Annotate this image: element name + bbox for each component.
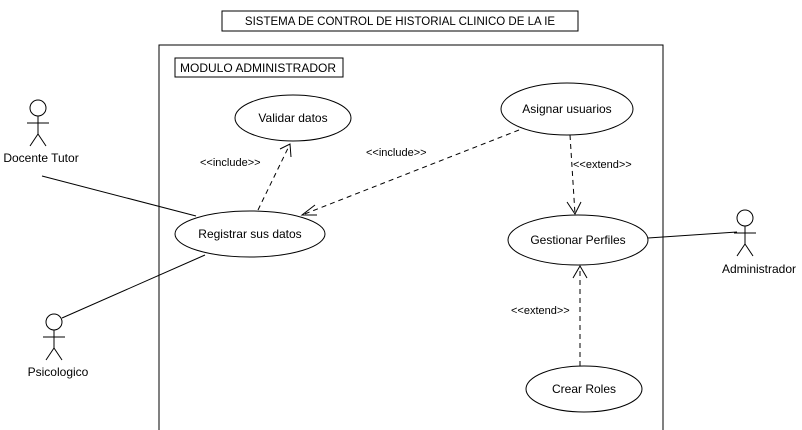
diagram-title-text: SISTEMA DE CONTROL DE HISTORIAL CLINICO … [245,16,555,28]
use-case-asignar-usuarios[interactable]: Asignar usuarios [500,82,634,136]
actor-administrador-label: Administrador [722,262,796,276]
actor-docente-tutor-icon [27,99,49,147]
include-asignar-registrar [300,129,520,216]
use-case-crear-roles[interactable]: Crear Roles [525,365,643,413]
use-case-gestionar-perfiles[interactable]: Gestionar Perfiles [507,214,649,266]
extend-asignar-gestionar [566,134,582,215]
association-docente-registrar [41,175,197,217]
association-gestionar-administrador [647,231,738,239]
extend-crear-gestionar [572,265,588,366]
module-label-box [174,57,344,78]
actor-psicologico-label: Psicologico [28,365,89,379]
actor-administrador[interactable]: Administrador [722,209,796,276]
module-label: MODULO ADMINISTRADOR [180,61,336,75]
use-case-gestionar-perfiles-label: Gestionar Perfiles [530,233,625,247]
association-psicologico-registrar [61,254,206,319]
use-case-crear-roles-label: Crear Roles [552,382,616,396]
use-case-registrar-sus-datos[interactable]: Registrar sus datos [174,210,326,258]
include-registrar-validar [257,143,292,211]
extend-label-asignar: <<extend>> [573,159,632,171]
use-case-validar-datos[interactable]: Validar datos [234,94,352,142]
actor-docente-tutor-label: Docente Tutor [3,151,78,165]
use-case-asignar-usuarios-label: Asignar usuarios [522,102,611,116]
actor-docente-tutor[interactable]: Docente Tutor [3,99,79,165]
diagram-title: SISTEMA DE CONTROL DE HISTORIAL CLINICO … [221,10,579,32]
extend-label-crear: <<extend>> [511,305,570,317]
include-label-validar: <<include>> [200,157,261,169]
include-label-asignar: <<include>> [366,147,427,159]
module-boundary: MODULO ADMINISTRADOR [158,44,664,430]
use-case-registrar-sus-datos-label: Registrar sus datos [198,227,301,241]
actor-administrador-icon [734,209,756,257]
use-case-validar-datos-label: Validar datos [258,111,327,125]
actor-psicologico[interactable]: Psicologico [28,313,89,379]
actor-psicologico-icon [43,313,65,361]
